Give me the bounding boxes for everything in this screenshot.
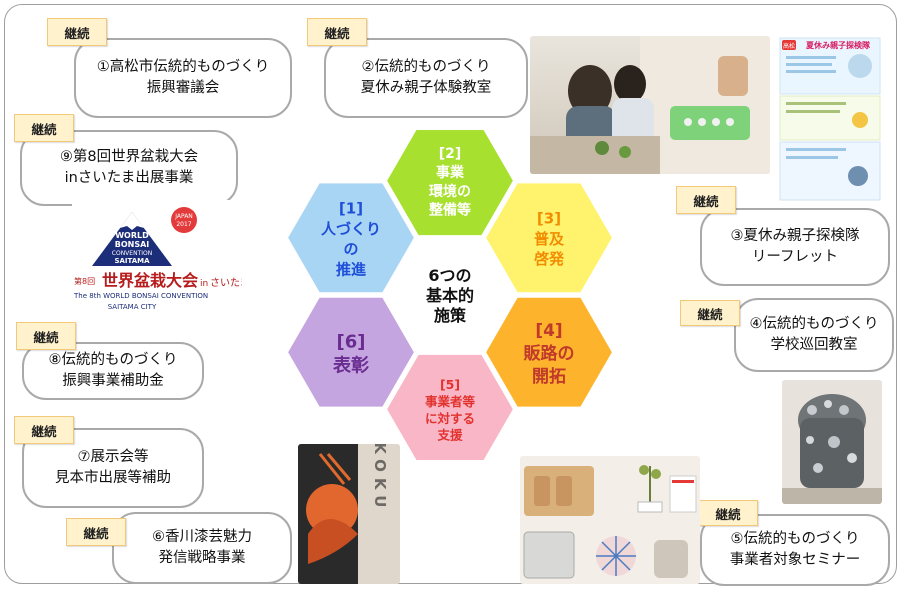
hex-policy-5-line2: に対する: [425, 411, 475, 426]
hex-policy-2-line1: 事業: [436, 164, 465, 181]
zokoku-poster-image: ZOKOKU: [298, 444, 400, 584]
program-6-line1: ⑥香川漆芸魅力: [152, 528, 252, 545]
badge-program-6: 継続: [66, 518, 126, 546]
crafts-collage-photo: [520, 456, 700, 584]
program-2-line1: ②伝統的ものづくり: [361, 58, 491, 75]
program-5-line2: 事業者対象セミナー: [729, 552, 861, 568]
logo-en-city: SAITAMA CITY: [108, 303, 157, 311]
program-6: ⑥香川漆芸魅力 発信戦略事業: [112, 512, 292, 584]
program-7-line1: ⑦展示会等: [77, 448, 149, 465]
logo-jp-prefix: 第8回: [74, 276, 95, 286]
program-2: ②伝統的ものづくり 夏休み親子体験教室: [324, 38, 528, 118]
program-8-line2: 振興事業補助金: [62, 373, 164, 389]
program-9-line1: ⑨第8回世界盆栽大会: [59, 148, 199, 165]
program-5: ⑤伝統的ものづくり 事業者対象セミナー: [700, 514, 890, 586]
logo-line3: CONVENTION: [112, 250, 152, 257]
hex-policy-3-number: [3]: [537, 210, 561, 228]
hex-policy-1-number: [1]: [339, 200, 363, 218]
logo-en-sub: The 8th WORLD BONSAI CONVENTION: [73, 292, 208, 300]
hex-policy-1-line2: の: [343, 240, 358, 258]
hex-policy-2-line2: 環境の: [429, 183, 471, 200]
hex-policy-3: [483, 181, 615, 295]
hex-policy-2: [384, 130, 516, 238]
program-4-line2: 学校巡回教室: [770, 337, 858, 353]
hex-policy-3-line2: 啓発: [534, 250, 565, 268]
badge-program-2: 継続: [307, 18, 367, 46]
logo-jp-in: in: [200, 279, 208, 289]
hex-policy-6: [285, 295, 417, 409]
hex-center-line2: 基本的: [425, 286, 474, 305]
program-5-line1: ⑤伝統的ものづくり: [730, 530, 860, 547]
hex-center: [384, 238, 516, 352]
program-7: ⑦展示会等 見本市出展等補助: [22, 428, 204, 508]
logo-line4: SAITAMA: [114, 257, 150, 265]
poster-vertical-title: ZOKOKU: [371, 444, 389, 513]
badge-program-9: 継続: [14, 114, 74, 142]
logo-jp-city: さいたま: [210, 277, 242, 289]
diagram-frame: [4, 4, 897, 584]
badge-program-1: 継続: [47, 18, 107, 46]
hex-policy-4-line2: 開拓: [532, 367, 566, 387]
hex-policy-1-line3: 推進: [336, 260, 367, 278]
program-7-line2: 見本市出展等補助: [55, 470, 171, 486]
hex-policy-1-line1: 人づくり: [321, 220, 381, 238]
badge-program-4: 継続: [680, 300, 740, 326]
ceramic-sculpture-photo: [782, 380, 882, 504]
hex-policy-3-line1: 普及: [534, 230, 565, 248]
hex-policy-5-line1: 事業者等: [425, 394, 476, 409]
hex-policy-4: [483, 295, 615, 409]
logo-year: 2017: [176, 221, 191, 228]
logo-japan: JAPAN: [174, 213, 193, 220]
hex-policy-2-number: [2]: [439, 146, 462, 162]
program-8-line1: ⑧伝統的ものづくり: [48, 351, 178, 368]
hex-center-line3: 施策: [434, 306, 467, 325]
logo-jp-main: 世界盆栽大会: [102, 271, 198, 290]
hex-policy-6-line1: 表彰: [333, 355, 369, 377]
program-1-line2: 振興審議会: [146, 80, 220, 96]
hex-policy-5-line3: 支援: [436, 428, 463, 443]
hex-policy-5: [384, 352, 516, 460]
leaflet-title-head: 高松: [783, 42, 795, 50]
program-6-line2: 発信戦略事業: [158, 550, 246, 566]
program-2-line2: 夏休み親子体験教室: [360, 80, 492, 96]
badge-program-8: 継続: [16, 322, 76, 350]
logo-line1: WORLD: [115, 231, 149, 240]
hex-policy-6-number: [6]: [337, 331, 366, 352]
hex-center-line1: 6つの: [428, 266, 471, 285]
program-1-line1: ①高松市伝統的ものづくり: [96, 58, 270, 75]
hex-policy-4-number: [4]: [535, 321, 562, 341]
hex-policy-4-line1: 販路の: [524, 343, 575, 364]
leaflet-image: 高松 夏休み親子探検隊: [778, 36, 882, 202]
bonsai-convention-logo: JAPAN 2017 WORLD BONSAI CONVENTION SAITA…: [72, 200, 242, 312]
badge-program-5: 継続: [698, 500, 758, 526]
badge-program-3: 継続: [676, 186, 736, 214]
program-3-line1: ③夏休み親子探検隊: [730, 227, 860, 244]
hex-policy-1: [285, 181, 417, 295]
hex-policy-5-number: [5]: [440, 377, 460, 392]
leaflet-title-main: 夏休み親子探検隊: [805, 40, 871, 50]
workshop-photo: [530, 36, 770, 174]
logo-line2: BONSAI: [115, 240, 150, 249]
program-4-line1: ④伝統的ものづくり: [749, 315, 879, 332]
program-8: ⑧伝統的ものづくり 振興事業補助金: [22, 342, 204, 400]
program-9-line2: inさいたま出展事業: [64, 170, 194, 186]
program-3-line2: リーフレット: [751, 249, 839, 265]
badge-program-7: 継続: [14, 416, 74, 444]
program-1: ①高松市伝統的ものづくり 振興審議会: [74, 38, 292, 118]
hex-policy-2-line3: 整備等: [428, 202, 471, 219]
program-4: ④伝統的ものづくり 学校巡回教室: [734, 298, 894, 372]
program-3: ③夏休み親子探検隊 リーフレット: [700, 208, 890, 286]
